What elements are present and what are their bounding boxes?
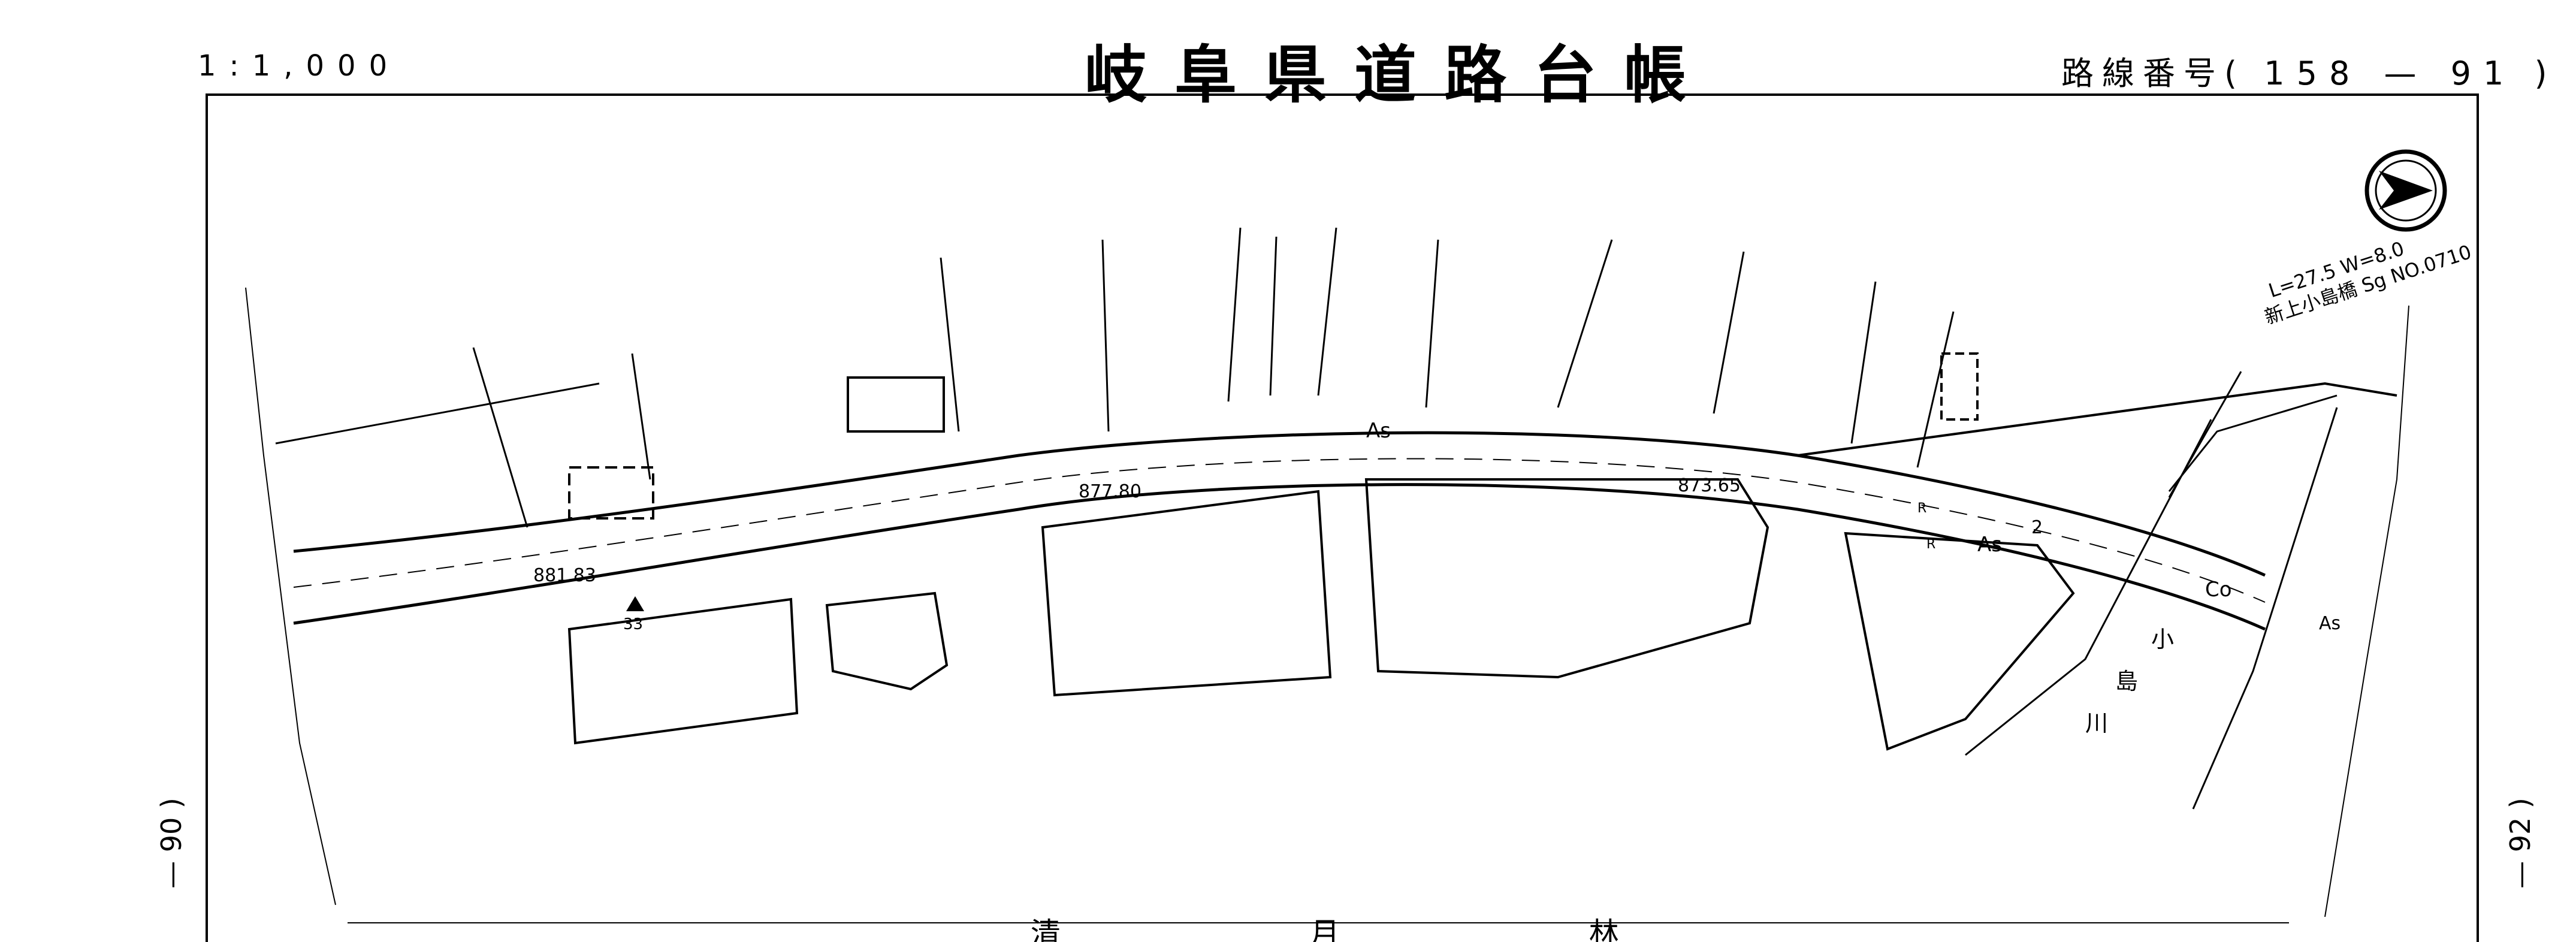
benchmark-number: 33 [623, 615, 643, 633]
river-embankment [1965, 394, 2338, 810]
survey-boundary [245, 287, 2409, 923]
pavement-label: As [1977, 533, 2002, 557]
route-label: 路線番号 [2061, 55, 2224, 92]
north-arrow-icon [2364, 149, 2447, 232]
map-frame [206, 93, 2479, 942]
elevation-label: 881.83 [533, 565, 596, 586]
place-name-text: 清 月 林 [1031, 916, 1739, 942]
river-label-char: 川 [2085, 710, 2108, 736]
page-title: 岐阜県道路台帳 [1085, 38, 1714, 111]
elevation-label: 873.65 [1678, 475, 1741, 496]
lane-mark: R [1917, 501, 1926, 516]
pavement-label: As [1366, 419, 1391, 443]
river-label-char: 小 [2151, 626, 2174, 653]
lane-mark: R [1926, 537, 1935, 552]
route-number: 158 — 91 [2264, 55, 2516, 92]
route-number-header: 路線番号( 158 — 91 ) [2061, 55, 2556, 92]
parcels [567, 352, 2075, 751]
road-main [293, 382, 2397, 631]
map-scale: 1:1,000 [198, 49, 401, 83]
property-lines [275, 227, 2242, 528]
pavement-label: As [2319, 613, 2341, 634]
river-label-char: 島 [2115, 668, 2138, 695]
pavement-label: Co [2205, 578, 2232, 602]
elevation-label: 877.80 [1079, 481, 1141, 502]
benchmark-icon [626, 596, 644, 611]
lane-mark: 2 [2031, 517, 2043, 538]
